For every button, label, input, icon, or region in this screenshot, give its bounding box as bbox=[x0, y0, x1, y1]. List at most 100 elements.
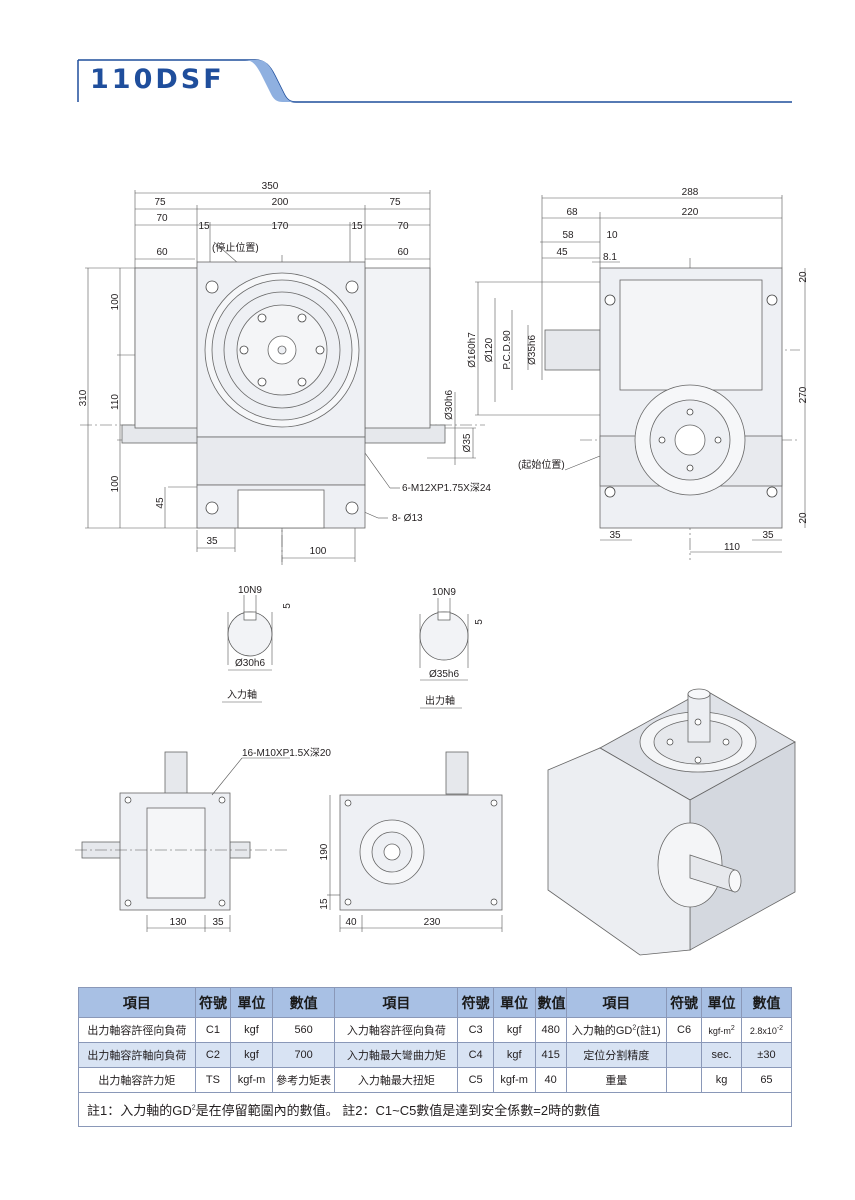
header-item-3: 項目 bbox=[565, 987, 667, 1018]
dim-8-1: 8.1 bbox=[603, 252, 617, 263]
table-note: 註1：入力軸的GD2是在停留範圍內的數值。 註2：C1~C5數值是達到安全係數=… bbox=[78, 1092, 792, 1127]
dim-d120: Ø120 bbox=[484, 337, 495, 362]
dim-10: 10 bbox=[606, 230, 618, 241]
cell: kgf-m bbox=[230, 1067, 273, 1093]
cell: kgf-m bbox=[492, 1067, 536, 1093]
dim-d30h6: Ø30h6 bbox=[444, 390, 455, 420]
output-key-depth: 5 bbox=[474, 619, 485, 625]
cell: 入力軸最大扭矩 bbox=[334, 1067, 459, 1093]
input-key-label: 10N9 bbox=[238, 585, 262, 596]
cell: 重量 bbox=[565, 1067, 667, 1093]
header-value-2: 數值 bbox=[534, 987, 567, 1018]
dim-270: 270 bbox=[798, 386, 809, 403]
cell: kgf bbox=[230, 1042, 273, 1068]
dim-200: 200 bbox=[272, 197, 289, 208]
dim-350: 350 bbox=[262, 181, 279, 192]
dim-75a: 75 bbox=[154, 197, 166, 208]
dim-35-bottom-view: 35 bbox=[212, 917, 224, 928]
dim-35-bottom: 35 bbox=[206, 536, 218, 547]
spec-table: 項目 符號 單位 數值 項目 符號 單位 數值 項目 符號 單位 數值 出力軸容… bbox=[78, 987, 793, 1127]
cell-unit-kgfm2: kgf-m2 bbox=[701, 1017, 742, 1043]
dim-60b: 60 bbox=[397, 247, 409, 258]
bottom-tap-callout: 16-M10XP1.5X深20 bbox=[242, 747, 331, 759]
cell-gd-label: 入力軸的GD bbox=[571, 1025, 633, 1037]
cell: kg bbox=[701, 1067, 742, 1093]
dim-20-bottom: 20 bbox=[798, 512, 809, 524]
stop-position-label: (停止位置) bbox=[212, 241, 259, 254]
dim-220: 220 bbox=[682, 207, 699, 218]
input-shaft-dia: Ø30h6 bbox=[235, 658, 265, 669]
cell: C3 bbox=[457, 1017, 494, 1043]
cell: C6 bbox=[665, 1017, 703, 1043]
page-title: 110DSF bbox=[90, 64, 225, 95]
dim-190: 190 bbox=[319, 843, 330, 860]
cell: kgf bbox=[230, 1017, 273, 1043]
dim-60a: 60 bbox=[156, 247, 168, 258]
cell: 參考力矩表 bbox=[271, 1067, 336, 1093]
dim-35-side-right: 35 bbox=[762, 530, 774, 541]
table-note-row: 註1：入力軸的GD2是在停留範圍內的數值。 註2：C1~C5數值是達到安全係數=… bbox=[78, 1092, 792, 1127]
dim-100b: 100 bbox=[110, 475, 121, 492]
cell: 560 bbox=[271, 1017, 336, 1043]
table-row: 出力軸容許徑向負荷 C1 kgf 560 入力軸容許徑向負荷 C3 kgf 48… bbox=[78, 1017, 793, 1043]
cell: sec. bbox=[701, 1042, 742, 1068]
dim-pcd90: P.C.D.90 bbox=[502, 330, 513, 370]
dim-70b: 70 bbox=[397, 221, 409, 232]
table-row: 出力軸容許力矩 TS kgf-m 參考力矩表 入力軸最大扭矩 C5 kgf-m … bbox=[78, 1067, 793, 1093]
header-unit-1: 單位 bbox=[230, 987, 273, 1018]
dim-d160h7: Ø160h7 bbox=[467, 332, 478, 368]
dim-110-side: 110 bbox=[724, 542, 740, 553]
dim-110: 110 bbox=[110, 394, 121, 410]
cell: 入力軸最大彎曲力矩 bbox=[334, 1042, 459, 1068]
dim-70a: 70 bbox=[156, 213, 168, 224]
dim-45: 45 bbox=[155, 497, 166, 509]
dim-75b: 75 bbox=[389, 197, 401, 208]
cell bbox=[665, 1042, 703, 1068]
dim-15a: 15 bbox=[198, 221, 210, 232]
cell-gd-value-text: 2.8x10 bbox=[749, 1025, 777, 1036]
cell-gd: 入力軸的GD2(註1) bbox=[565, 1017, 667, 1043]
table-row: 出力軸容許軸向負荷 C2 kgf 700 入力軸最大彎曲力矩 C4 kgf 41… bbox=[78, 1042, 793, 1068]
output-shaft-caption: 出力軸 bbox=[425, 694, 455, 707]
header-symbol-2: 符號 bbox=[457, 987, 494, 1018]
dim-100a: 100 bbox=[110, 293, 121, 310]
dim-288: 288 bbox=[682, 187, 699, 198]
cell: 出力軸容許力矩 bbox=[78, 1067, 196, 1093]
dim-20-top: 20 bbox=[798, 271, 809, 283]
note-part-b: 是在停留範圍內的數值。 註2：C1~C5數值是達到安全係數=2時的數值 bbox=[195, 1103, 601, 1118]
dim-58: 58 bbox=[562, 230, 574, 241]
cell: 出力軸容許徑向負荷 bbox=[78, 1017, 196, 1043]
cell-unit-text: kgf-m bbox=[708, 1025, 731, 1036]
dim-100-bottom: 100 bbox=[310, 546, 327, 557]
input-shaft-caption: 入力軸 bbox=[227, 688, 257, 701]
hole-callout: 8- Ø13 bbox=[392, 513, 423, 524]
note-part-a: 註1：入力軸的GD bbox=[87, 1103, 192, 1118]
cell: C1 bbox=[194, 1017, 232, 1043]
output-shaft-dia: Ø35h6 bbox=[429, 669, 459, 680]
dim-45-side: 45 bbox=[556, 247, 568, 258]
dim-68: 68 bbox=[566, 207, 578, 218]
header-symbol-1: 符號 bbox=[194, 987, 232, 1018]
header-unit-3: 單位 bbox=[701, 987, 742, 1018]
dim-d35h6: Ø35h6 bbox=[527, 335, 538, 365]
header-value-3: 數值 bbox=[740, 987, 793, 1018]
header-value-1: 數值 bbox=[271, 987, 336, 1018]
dim-230: 230 bbox=[424, 917, 441, 928]
cell: C2 bbox=[194, 1042, 232, 1068]
dim-40: 40 bbox=[345, 917, 357, 928]
cell-gd-value: 2.8x10-2 bbox=[740, 1017, 793, 1043]
cell: C4 bbox=[457, 1042, 494, 1068]
header-unit-2: 單位 bbox=[492, 987, 536, 1018]
cell bbox=[665, 1067, 703, 1093]
cell: 415 bbox=[534, 1042, 567, 1068]
tap-callout: 6-M12XP1.75X深24 bbox=[402, 482, 491, 494]
cell: TS bbox=[194, 1067, 232, 1093]
header-banner bbox=[77, 59, 792, 103]
dim-15b: 15 bbox=[351, 221, 363, 232]
dim-15-bottom-view: 15 bbox=[319, 898, 330, 910]
cell: kgf bbox=[492, 1017, 536, 1043]
start-position-label: (起始位置) bbox=[518, 458, 565, 471]
